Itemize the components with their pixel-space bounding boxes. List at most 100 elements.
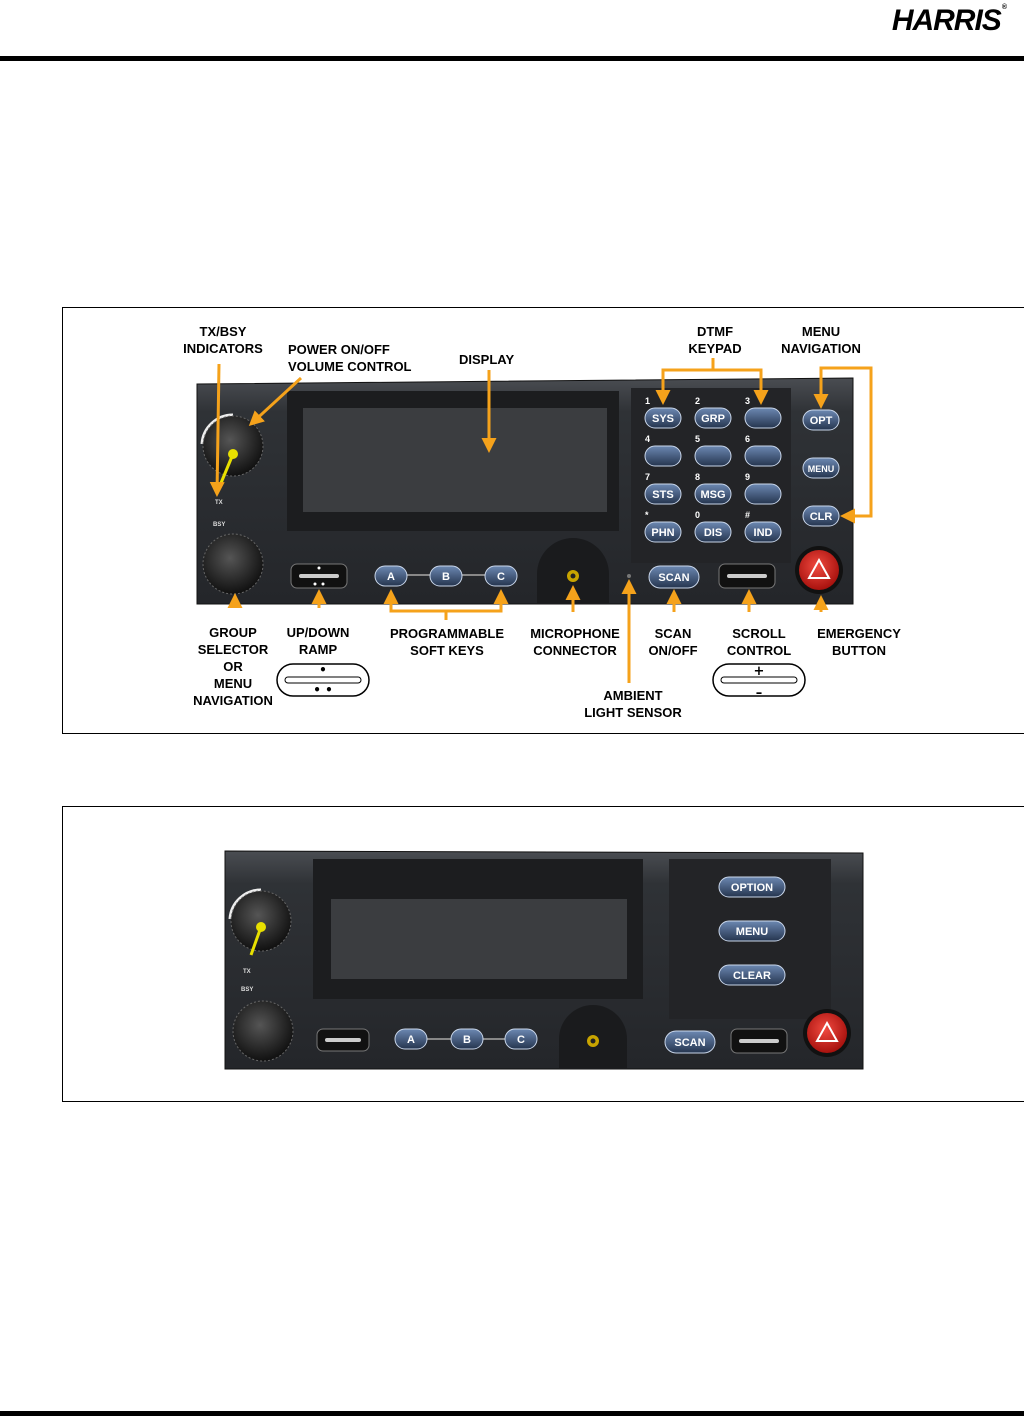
svg-text:7: 7: [645, 472, 650, 482]
svg-text:C: C: [517, 1034, 525, 1046]
up-down-ramp-2[interactable]: [316, 1028, 370, 1052]
opt-key[interactable]: OPT: [802, 409, 840, 431]
label-display: DISPLAY: [459, 352, 514, 367]
svg-text:3: 3: [745, 396, 750, 406]
keypad-key-4[interactable]: 4: [644, 434, 682, 467]
svg-text:VOLUME CONTROL: VOLUME CONTROL: [288, 359, 412, 374]
microphone-connector-2[interactable]: [559, 1005, 627, 1069]
svg-text:TX/BSY: TX/BSY: [200, 324, 247, 339]
svg-text:SCAN: SCAN: [658, 572, 689, 584]
svg-text:CLR: CLR: [810, 511, 833, 523]
label-group-selector: GROUP SELECTOR OR MENU NAVIGATION: [193, 625, 273, 708]
label-menu-navigation: MENU NAVIGATION: [781, 324, 861, 356]
svg-text:2: 2: [695, 396, 700, 406]
microphone-connector[interactable]: [537, 538, 609, 604]
svg-text:EMERGENCY: EMERGENCY: [817, 626, 901, 641]
svg-text:5: 5: [695, 434, 700, 444]
svg-text:PROGRAMMABLE: PROGRAMMABLE: [390, 626, 504, 641]
soft-key-c-2[interactable]: C: [504, 1028, 538, 1050]
group-selector-knob-2[interactable]: [232, 1000, 294, 1062]
scroll-control-2[interactable]: [730, 1028, 788, 1054]
keypad-key-9[interactable]: 9: [744, 472, 782, 505]
svg-text:DTMF: DTMF: [697, 324, 733, 339]
svg-text:SYS: SYS: [652, 413, 674, 425]
label-power-volume: POWER ON/OFF VOLUME CONTROL: [288, 342, 412, 374]
harris-logo: HARRIS®: [891, 4, 1007, 38]
svg-text:SCROLL: SCROLL: [732, 626, 786, 641]
svg-text:OR: OR: [223, 659, 243, 674]
emergency-button[interactable]: [795, 546, 843, 594]
ambient-light-sensor: [627, 574, 631, 578]
label-scan: SCAN ON/OFF: [648, 626, 697, 658]
soft-key-b-2[interactable]: B: [450, 1028, 484, 1050]
label-ambient-sensor: AMBIENT LIGHT SENSOR: [584, 688, 682, 720]
label-scroll: SCROLL CONTROL: [727, 626, 791, 658]
label-soft-keys: PROGRAMMABLE SOFT KEYS: [390, 626, 504, 658]
svg-text:KEYPAD: KEYPAD: [688, 341, 741, 356]
logo-registered-mark: ®: [1001, 4, 1007, 11]
svg-text:UP/DOWN: UP/DOWN: [287, 625, 350, 640]
scroll-detail: + –: [712, 663, 806, 701]
svg-text:0: 0: [695, 510, 700, 520]
scan-key[interactable]: SCAN: [648, 565, 700, 589]
up-down-ramp[interactable]: [290, 563, 348, 589]
keypad-key-hash[interactable]: #IND: [744, 510, 782, 543]
ramp-detail: • • •: [276, 663, 370, 697]
svg-text:OPT: OPT: [810, 415, 833, 427]
svg-text:OPTION: OPTION: [731, 882, 773, 894]
emergency-button-2[interactable]: [803, 1009, 851, 1057]
svg-text:SCAN: SCAN: [674, 1037, 705, 1049]
svg-text:GROUP: GROUP: [209, 625, 257, 640]
svg-text:6: 6: [745, 434, 750, 444]
svg-text:CONTROL: CONTROL: [727, 643, 791, 658]
svg-text:DIS: DIS: [704, 527, 722, 539]
figure-control-head-no-keypad: TX BSY A B C OPTION MENU CLEAR SCAN: [62, 806, 1024, 1102]
svg-text:MSG: MSG: [700, 489, 725, 501]
svg-text:NAVIGATION: NAVIGATION: [781, 341, 861, 356]
svg-text:+: +: [754, 664, 765, 679]
label-dtmf: DTMF KEYPAD: [688, 324, 741, 356]
keypad-key-star[interactable]: *PHN: [644, 510, 682, 543]
scan-key-2[interactable]: SCAN: [664, 1030, 716, 1054]
header-rule: [0, 56, 1024, 61]
bsy-indicator-2: BSY: [241, 987, 253, 993]
group-selector-knob[interactable]: [202, 533, 264, 595]
menu-key[interactable]: MENU: [802, 457, 840, 479]
svg-text:SCAN: SCAN: [655, 626, 692, 641]
svg-text:POWER ON/OFF: POWER ON/OFF: [288, 342, 390, 357]
svg-text:STS: STS: [652, 489, 673, 501]
soft-key-c[interactable]: C: [484, 565, 518, 587]
svg-text:C: C: [497, 571, 505, 583]
display-screen-2: [331, 899, 627, 979]
scroll-control[interactable]: [718, 563, 776, 589]
svg-text:A: A: [387, 571, 395, 583]
svg-text:9: 9: [745, 472, 750, 482]
svg-text:•: •: [319, 663, 327, 677]
soft-key-a[interactable]: A: [374, 565, 408, 587]
bsy-indicator: BSY: [213, 522, 225, 528]
svg-text:B: B: [442, 571, 450, 583]
logo-text: HARRIS: [891, 4, 1002, 37]
svg-text:–: –: [756, 686, 763, 701]
power-volume-knob-2[interactable]: [228, 888, 292, 956]
option-key-2[interactable]: OPTION: [718, 876, 786, 898]
menu-key-2[interactable]: MENU: [718, 920, 786, 942]
keypad-key-6[interactable]: 6: [744, 434, 782, 467]
soft-key-a-2[interactable]: A: [394, 1028, 428, 1050]
svg-text:SELECTOR: SELECTOR: [198, 642, 269, 657]
svg-text:B: B: [463, 1034, 471, 1046]
soft-key-b[interactable]: B: [429, 565, 463, 587]
clear-key-2[interactable]: CLEAR: [718, 964, 786, 986]
svg-text:1: 1: [645, 396, 650, 406]
svg-text:MICROPHONE: MICROPHONE: [530, 626, 620, 641]
svg-text:CONNECTOR: CONNECTOR: [533, 643, 617, 658]
svg-text:SOFT KEYS: SOFT KEYS: [410, 643, 484, 658]
svg-text:MENU: MENU: [808, 464, 835, 474]
clr-key[interactable]: CLR: [802, 505, 840, 527]
keypad-key-5[interactable]: 5: [694, 434, 732, 467]
